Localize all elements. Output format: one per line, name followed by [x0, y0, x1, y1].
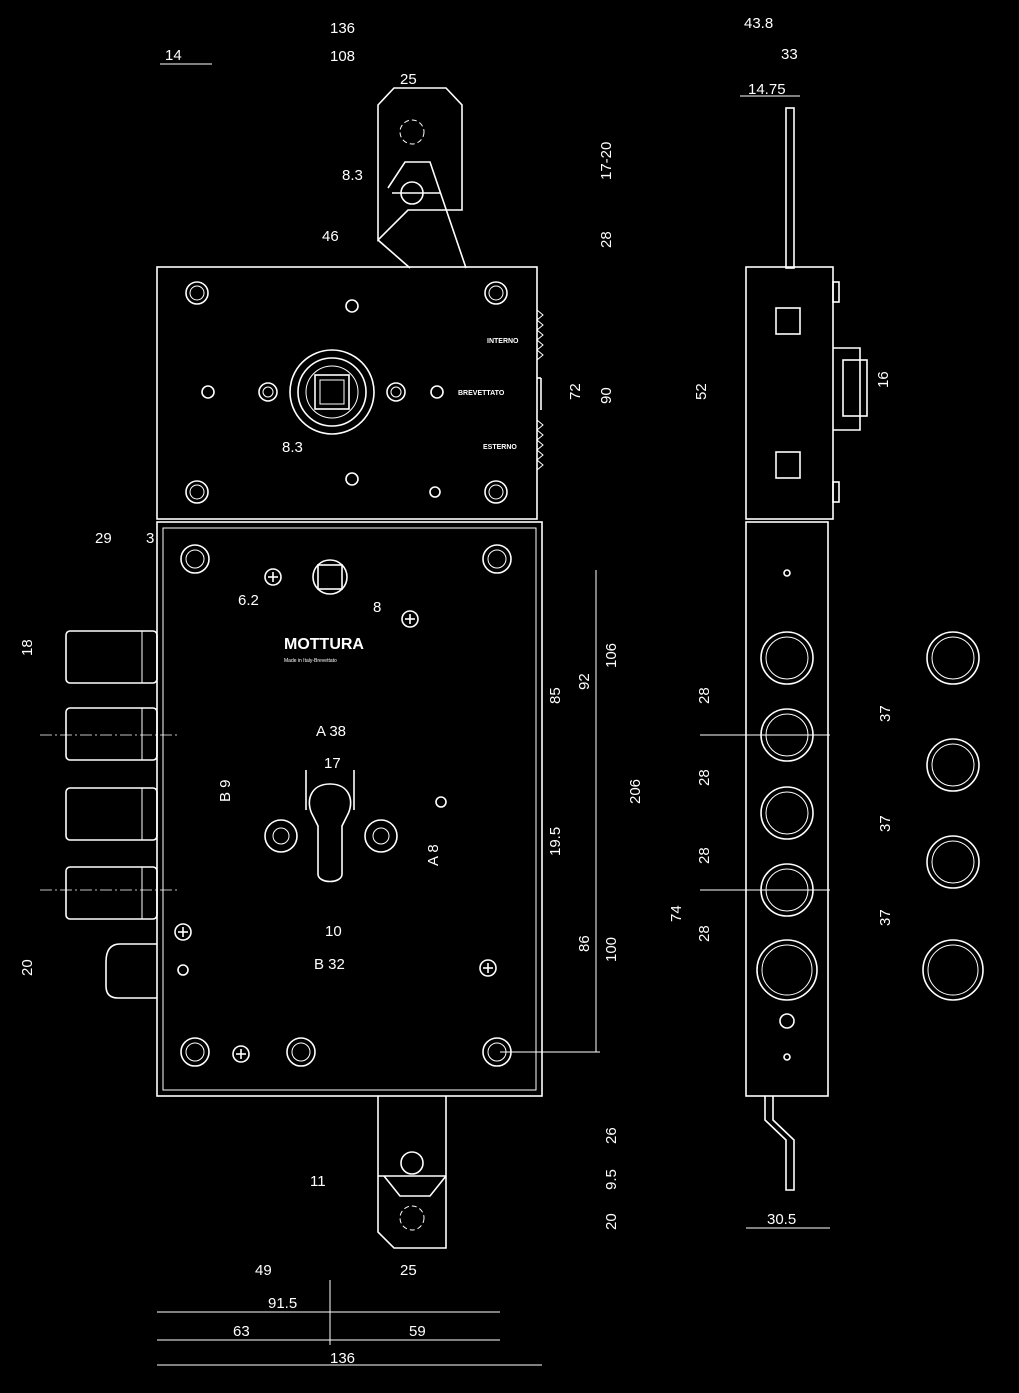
dim-bottom-136: 136: [330, 1350, 355, 1367]
dim-side-bar-offset: 14.75: [748, 81, 786, 98]
dim-handle-side: 52: [693, 383, 710, 400]
dim-bolt-gap: 3: [146, 530, 154, 547]
dimension-lines: [157, 63, 830, 1366]
esterno-label: ESTERNO: [483, 444, 517, 451]
dim-cylinder-a: A 38: [316, 723, 346, 740]
dimension-texts: 136 14 108 25 8.3 46 8.3 43.8 33 14.75 2…: [19, 15, 894, 1367]
top-keeper-hole-upper: [399, 119, 425, 145]
side-bolt-heads: [756, 631, 818, 1001]
dim-bolt-diameter: 18: [19, 639, 36, 656]
dim-side-depth-total: 43.8: [744, 15, 773, 32]
brevettato-label: BREVETTATO: [458, 390, 505, 397]
deadbolts: [65, 630, 158, 920]
dim-top-offset: 14: [165, 47, 182, 64]
case-screws: [174, 568, 497, 1063]
front-view: INTERNO BREVETTATO ESTERNO: [40, 87, 544, 1249]
gearbox-plate: [156, 266, 538, 520]
dim-hole-diameter-top: 8.3: [342, 167, 363, 184]
latch: [105, 943, 157, 999]
dim-keeper-height-a: 17-20: [598, 142, 615, 180]
cylinder-profile: [308, 783, 352, 883]
dim-bottom-63: 63: [233, 1323, 250, 1340]
dim-86: 86: [576, 935, 593, 952]
dim-handle-center-b: 90: [598, 387, 615, 404]
dim-cylinder-10: 10: [325, 923, 342, 940]
dim-spindle-square: 8.3: [282, 439, 303, 456]
dim-latch-diameter: 20: [19, 959, 36, 976]
dim-bottom-26: 26: [603, 1127, 620, 1144]
dim-side-bottom-30-5: 30.5: [767, 1211, 796, 1228]
dim-pitch-37-a: 37: [877, 705, 894, 722]
top-keeper-tab: [377, 87, 463, 242]
case-holes: [177, 544, 512, 1067]
dim-bolt-projection: 29: [95, 530, 112, 547]
dim-top-width: 136: [330, 20, 355, 37]
dim-pitch-a: 28: [696, 687, 713, 704]
dim-106: 106: [603, 643, 620, 668]
dim-keeper-width-bottom: 25: [400, 1262, 417, 1279]
dim-side-plate-thickness: 16: [875, 371, 892, 388]
dim-bottom-59: 59: [409, 1323, 426, 1340]
dim-92: 92: [576, 673, 593, 690]
dim-bottom-11: 11: [310, 1173, 326, 1190]
dim-bottom-20: 20: [603, 1213, 620, 1230]
dim-206: 206: [627, 779, 644, 804]
spindle-hub: [289, 349, 375, 435]
side-view: [700, 107, 868, 1191]
bottom-keeper-tab: [377, 1096, 447, 1249]
dim-bottom-9-5: 9.5: [603, 1169, 620, 1190]
dim-cylinder-17: 17: [324, 755, 341, 772]
dim-cylinder-a8: A 8: [425, 844, 442, 866]
dim-side-depth-inner: 33: [781, 46, 798, 63]
dim-top-inner: 108: [330, 48, 355, 65]
dim-bottom-91-5: 91.5: [268, 1295, 297, 1312]
dim-pitch-37-b: 37: [877, 815, 894, 832]
dim-keeper-width-top: 25: [400, 71, 417, 88]
dim-pitch-c: 28: [696, 847, 713, 864]
dim-span-74: 74: [668, 905, 685, 922]
dim-100: 100: [603, 937, 620, 962]
dim-cylinder-b32: B 32: [314, 956, 345, 973]
dim-bottom-49: 49: [255, 1262, 272, 1279]
dim-pitch-37-c: 37: [877, 909, 894, 926]
dim-pitch-b: 28: [696, 769, 713, 786]
interno-label: INTERNO: [487, 338, 519, 345]
dim-square-spindle: 8: [373, 599, 381, 616]
bolt-pattern: [922, 631, 984, 1001]
brand-tagline: Made in Italy-Brevettato: [284, 658, 337, 664]
dim-cylinder-b9: B 9: [217, 779, 234, 802]
dim-pitch-d: 28: [696, 925, 713, 942]
brand-name: MOTTURA: [284, 636, 364, 653]
dim-hole-diameter-small: 6.2: [238, 592, 259, 609]
dim-handle-center-a: 72: [567, 383, 584, 400]
dim-85: 85: [547, 687, 564, 704]
dim-keeper-height-b: 28: [598, 231, 615, 248]
dim-19-5: 19.5: [547, 827, 564, 856]
gearbox-corner-holes: [185, 281, 508, 504]
dim-keeper-offset: 46: [322, 228, 339, 245]
